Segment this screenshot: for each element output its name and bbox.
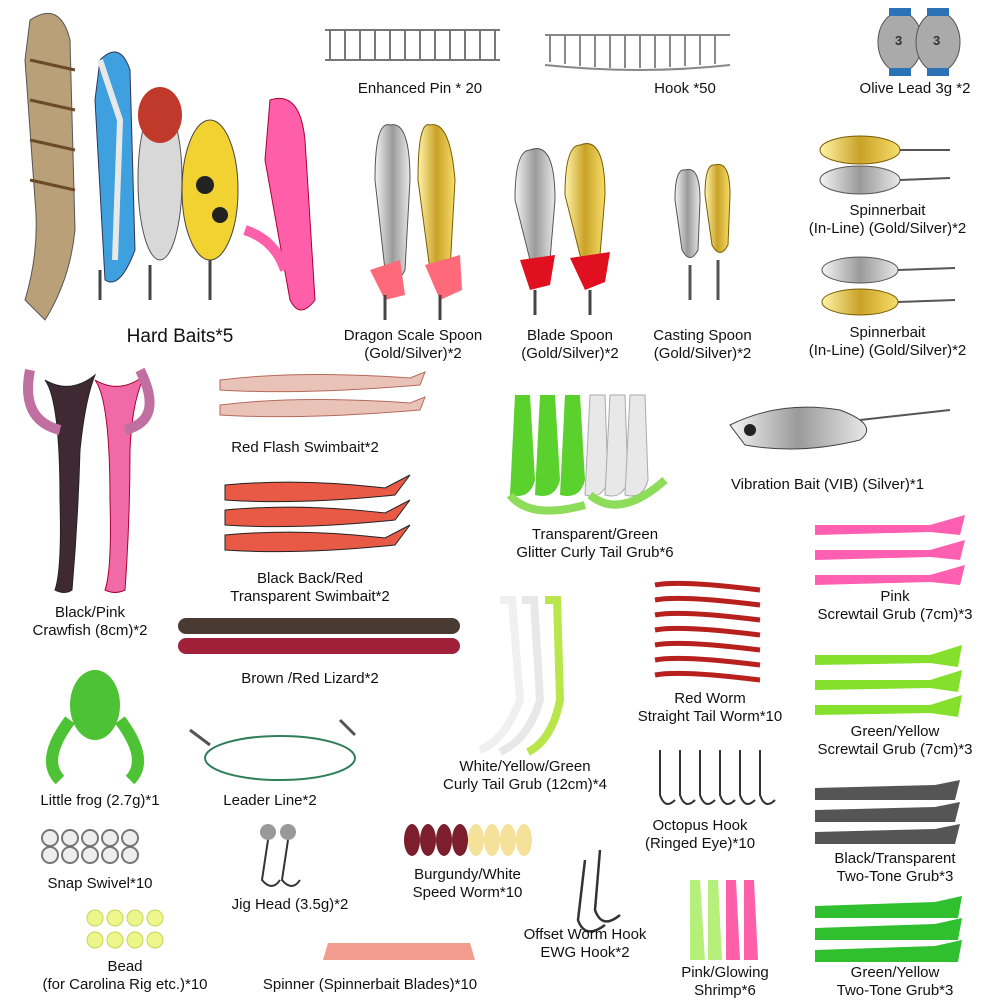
snap-swivel-label: Snap Swivel*10: [47, 875, 153, 892]
red-worm-label: Red Worm Straight Tail Worm*10: [637, 690, 783, 725]
shrimp-image: [690, 880, 758, 960]
hard-baits-label: Hard Baits*5: [126, 326, 234, 347]
vibration-bait-image: [729, 406, 951, 450]
hook-label: Hook *50: [654, 80, 716, 97]
bead-image: [86, 909, 164, 949]
enhanced-pin-image: [325, 29, 500, 61]
curly-tail-grub-green-image: [506, 394, 668, 515]
shrimp-label: Pink/Glowing Shrimp*6: [681, 964, 769, 999]
curly-tail-grub-green-label: Transparent/Green Glitter Curly Tail Gru…: [516, 526, 674, 561]
bead-label: Bead (for Carolina Rig etc.)*10: [42, 958, 208, 993]
offset-worm-hook-image: [576, 849, 621, 933]
olive-lead-image: [877, 8, 961, 76]
casting-spoon-label: Casting Spoon (Gold/Silver)*2: [653, 327, 752, 362]
black-back-swimbait-image: [224, 474, 411, 553]
green-yellow-screwtail-label: Green/Yellow Screwtail Grub (7cm)*3: [817, 723, 973, 758]
casting-spoon-image: [674, 163, 731, 300]
crawfish-image: [23, 367, 155, 593]
speed-worm-label: Burgundy/White Speed Worm*10: [412, 866, 523, 901]
crawfish-label: Black/Pink Crawfish (8cm)*2: [32, 604, 148, 639]
wyg-curly-tail-image: [478, 596, 565, 756]
blade-spoon-label: Blade Spoon (Gold/Silver)*2: [521, 327, 619, 362]
red-worm-image: [654, 580, 761, 683]
vibration-bait-label: Vibration Bait (VIB) (Silver)*1: [730, 476, 925, 493]
hard-baits-image: [24, 12, 316, 321]
olive-lead-mark-2: 3: [933, 33, 941, 48]
black-two-tone-image: [815, 780, 960, 844]
brown-red-lizard-image: [178, 618, 460, 654]
hook-image: [544, 34, 731, 71]
little-frog-image: [46, 670, 144, 785]
spinner-blades-label: Spinner (Spinnerbait Blades)*10: [262, 976, 478, 993]
wyg-curly-tail-label: White/Yellow/Green Curly Tail Grub (12cm…: [443, 758, 607, 793]
green-two-tone-image: [815, 896, 962, 962]
black-two-tone-label: Black/Transparent Two-Tone Grub*3: [834, 850, 956, 885]
snap-swivel-image: [41, 829, 139, 864]
little-frog-label: Little frog (2.7g)*1: [40, 792, 160, 809]
red-flash-swimbait-label: Red Flash Swimbait*2: [231, 439, 379, 456]
brown-red-lizard-label: Brown /Red Lizard*2: [241, 670, 379, 687]
dragon-scale-spoon-image: [370, 124, 462, 320]
leader-line-label: Leader Line*2: [223, 792, 317, 809]
dragon-scale-spoon-label: Dragon Scale Spoon (Gold/Silver)*2: [343, 327, 483, 362]
jig-head-label: Jig Head (3.5g)*2: [231, 896, 349, 913]
pink-screwtail-label: Pink Screwtail Grub (7cm)*3: [817, 588, 973, 623]
black-back-swimbait-label: Black Back/Red Transparent Swimbait*2: [230, 570, 390, 605]
offset-worm-hook-label: Offset Worm Hook EWG Hook*2: [523, 926, 647, 961]
jig-head-image: [260, 824, 301, 887]
speed-worm-image: [404, 824, 532, 856]
octopus-hook-label: Octopus Hook (Ringed Eye)*10: [644, 817, 756, 852]
spinner-blades-image: [323, 943, 475, 960]
spinnerbait-1-label: Spinnerbait (In-Line) (Gold/Silver)*2: [808, 202, 967, 237]
enhanced-pin-label: Enhanced Pin * 20: [357, 80, 483, 97]
spinnerbait-2-label: Spinnerbait (In-Line) (Gold/Silver)*2: [808, 324, 967, 359]
green-yellow-screwtail-image: [815, 645, 962, 717]
green-two-tone-label: Green/Yellow Two-Tone Grub*3: [836, 964, 954, 999]
blade-spoon-image: [514, 143, 610, 315]
olive-lead-label: Olive Lead 3g *2: [859, 80, 971, 97]
olive-lead-mark-1: 3: [895, 33, 903, 48]
pink-screwtail-image: [815, 515, 965, 585]
red-flash-swimbait-image: [219, 371, 426, 418]
spinnerbait-1-image: [819, 135, 951, 195]
octopus-hook-image: [659, 750, 776, 805]
leader-line-image: [189, 718, 357, 781]
spinnerbait-2-image: [821, 256, 956, 316]
